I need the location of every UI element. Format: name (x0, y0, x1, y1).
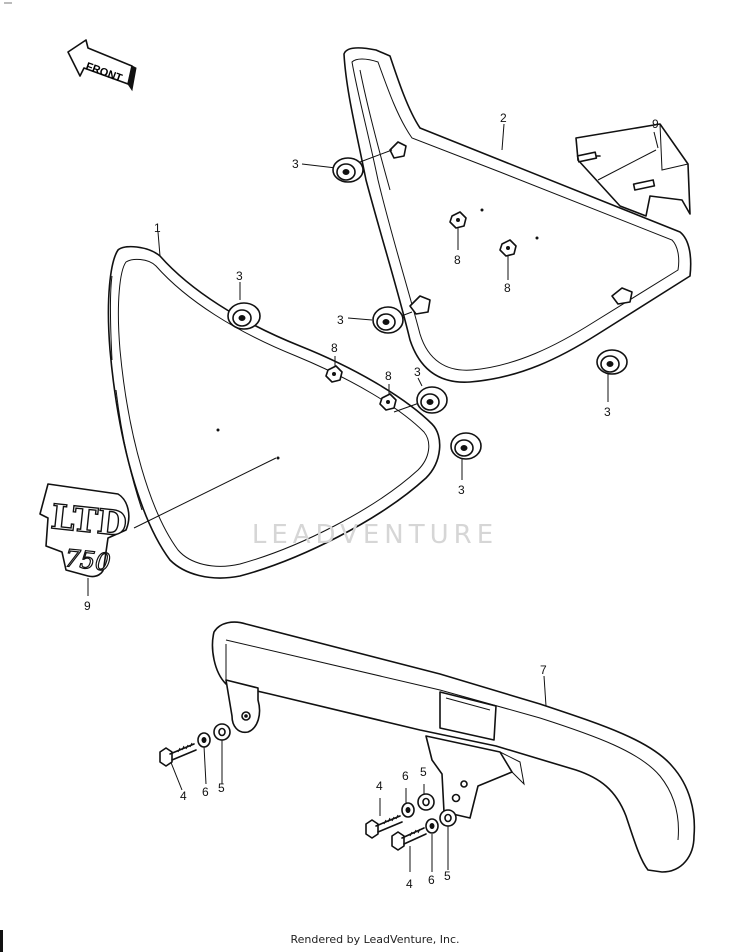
chain-case (211, 621, 696, 873)
callout-3: 3 (414, 365, 421, 379)
callout-3: 3 (292, 157, 299, 171)
washer-a5 (213, 723, 231, 741)
grommet-e (450, 432, 482, 460)
washer-b6 (401, 802, 415, 818)
callout-5: 5 (444, 869, 451, 883)
callout-6: 6 (402, 769, 409, 783)
nut-a (449, 211, 467, 229)
bolt-c (391, 827, 427, 851)
callout-4: 4 (376, 779, 383, 793)
emblem-line1: LTD (49, 497, 129, 545)
callout-3: 3 (236, 269, 243, 283)
side-cover-right (343, 47, 692, 383)
callout-8: 8 (504, 281, 511, 295)
grommet-d (416, 386, 448, 414)
callout-3: 3 (458, 483, 465, 497)
callout-7: 7 (540, 663, 547, 677)
footer-credit: Rendered by LeadVenture, Inc. (290, 933, 460, 946)
callout-6: 6 (202, 785, 209, 799)
callout-4: 4 (180, 789, 187, 803)
callout-3: 3 (604, 405, 611, 419)
callout-8: 8 (331, 341, 338, 355)
callout-5: 5 (218, 781, 225, 795)
callout-1: 1 (154, 221, 161, 235)
nut-b (499, 239, 517, 257)
emblem-line2: 750 (63, 544, 111, 577)
grommet-c (372, 306, 404, 334)
grommet-a (332, 157, 364, 183)
callout-3: 3 (337, 313, 344, 327)
bolt-b (365, 814, 403, 839)
washer-b5 (417, 793, 435, 811)
corner-mark-top (4, 2, 12, 4)
washer-c5 (439, 809, 457, 827)
bracket-upper (575, 123, 691, 217)
front-arrow: FRONT (67, 39, 137, 92)
callout-8: 8 (454, 253, 461, 267)
ltd-750-emblem: LTD 750 (39, 483, 130, 577)
washer-c6 (425, 818, 439, 834)
callout-8: 8 (385, 369, 392, 383)
callout-5: 5 (420, 765, 427, 779)
nut-d (379, 393, 397, 411)
grommet-b (227, 302, 261, 330)
leader-lines (87, 123, 659, 872)
callout-9: 9 (652, 117, 659, 131)
callout-4: 4 (406, 877, 413, 891)
watermark-text: LEADVENTURE (251, 520, 499, 550)
washer-a6 (197, 732, 211, 748)
callout-labels: 1 2 3 3 3 3 3 3 4 4 4 5 5 5 6 6 6 7 8 8 … (84, 111, 659, 891)
corner-mark-bottom (0, 930, 3, 952)
callout-9: 9 (84, 599, 91, 613)
callout-6: 6 (428, 873, 435, 887)
side-cover-left (107, 245, 441, 579)
grommet-f (596, 349, 628, 375)
nut-c (325, 365, 343, 383)
bolt-a (159, 742, 197, 767)
callout-2: 2 (500, 111, 507, 125)
